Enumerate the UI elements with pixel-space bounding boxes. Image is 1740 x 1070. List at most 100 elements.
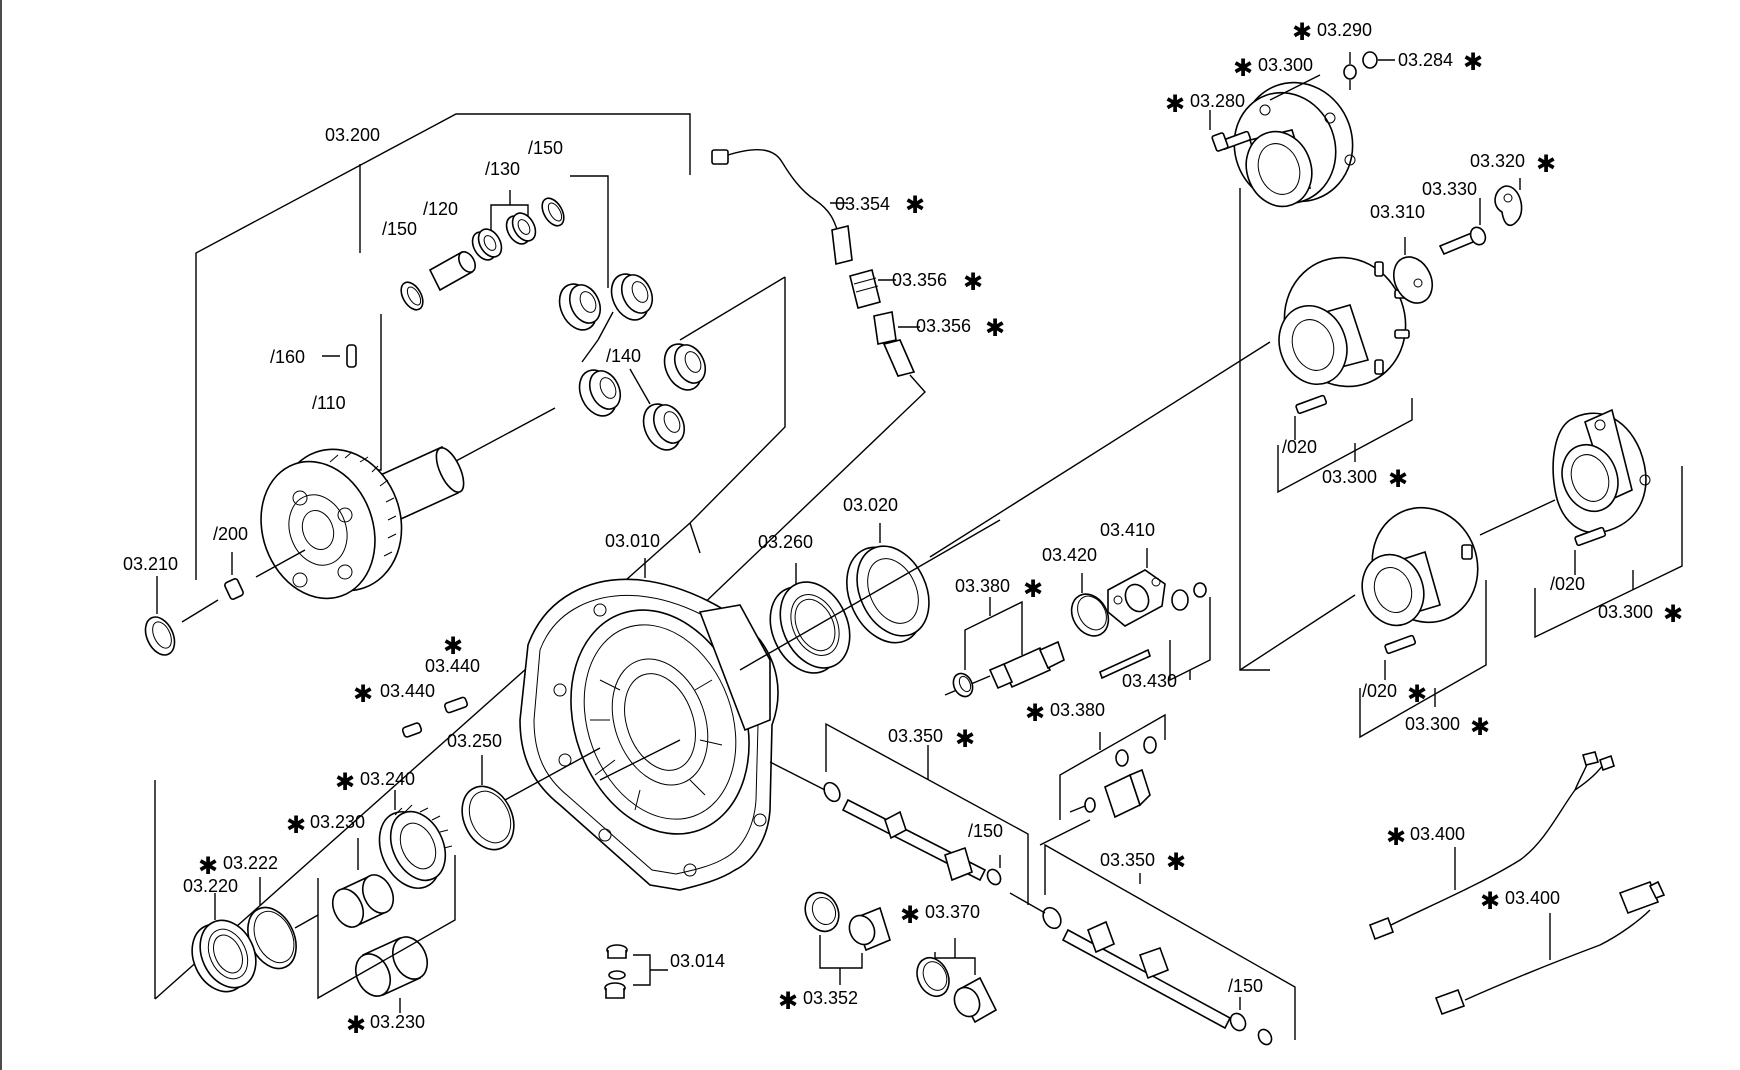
planet-gear-140-b — [610, 273, 654, 321]
bracket-03-300c — [1479, 466, 1683, 639]
marker-03-356-b: ✱ — [985, 314, 1005, 342]
marker-03-230-lower: ✱ — [346, 1011, 366, 1039]
bracket-03-300b — [929, 341, 1413, 558]
label-03-284: 03.284 — [1398, 50, 1453, 70]
marker-03-350-upper: ✱ — [955, 725, 975, 753]
washer-03-290 — [1343, 52, 1357, 90]
marker-03-380-lower: ✱ — [1025, 699, 1045, 727]
marker-03-370: ✱ — [900, 901, 920, 929]
snap-ring-150-lower — [400, 281, 424, 311]
output-flange-03-300-middle — [1278, 256, 1410, 388]
label-150-lower: /150 — [382, 219, 417, 239]
housing-axis-line — [739, 519, 1001, 671]
label-03-356-b: 03.356 — [916, 316, 971, 336]
harness-03-400-upper — [1368, 751, 1615, 941]
label-03-370: 03.370 — [925, 902, 980, 922]
label-03-210: 03.210 — [123, 554, 178, 574]
screw-03-430 — [1099, 582, 1211, 682]
label-020-right: /020 — [1550, 574, 1585, 594]
sensor-03-380-lower — [1069, 736, 1157, 819]
label-03-330: 03.330 — [1422, 179, 1477, 199]
roll-pin-160 — [322, 344, 357, 368]
planet-gear-140-c — [663, 343, 707, 391]
plate-03-310 — [1392, 237, 1434, 304]
label-03-356-a: 03.356 — [892, 270, 947, 290]
label-03-260: 03.260 — [758, 532, 813, 552]
label-150-upper: /150 — [528, 138, 563, 158]
label-03-300-middle: 03.300 — [1322, 467, 1377, 487]
pins-03-440 — [401, 696, 469, 738]
bracket-03-350a — [825, 722, 1029, 905]
label-130: /130 — [485, 159, 520, 179]
marker-03-400-lower: ✱ — [1480, 887, 1500, 915]
label-140: /140 — [606, 346, 641, 366]
label-03-350-lower: 03.350 — [1100, 850, 1155, 870]
thrust-washer-03-210 — [144, 576, 176, 656]
label-160: /160 — [270, 347, 305, 367]
bracket-03-350b — [1044, 843, 1296, 1040]
cover-03-410 — [1107, 548, 1166, 627]
bolt-020-b — [1574, 526, 1607, 575]
marker-03-354: ✱ — [905, 191, 925, 219]
label-03-200: 03.200 — [325, 125, 380, 145]
planet-gear-140-d — [578, 369, 622, 417]
connector-03-356-a — [849, 269, 896, 309]
needle-bearing-130b — [505, 212, 537, 245]
nut-03-284 — [1362, 51, 1395, 69]
shift-rod-guide-line — [1039, 819, 1091, 846]
bracket-03-380b — [1059, 713, 1166, 820]
marker-03-290: ✱ — [1292, 18, 1312, 46]
output-flange-03-300-lower — [1361, 506, 1479, 627]
planet-pin-120 — [428, 250, 476, 292]
o-ring-03-250 — [461, 747, 601, 851]
label-120: /120 — [423, 199, 458, 219]
marker-03-300-right: ✱ — [1663, 600, 1683, 628]
marker-03-240: ✱ — [335, 768, 355, 796]
label-03-230-upper: 03.230 — [310, 812, 365, 832]
marker-03-352: ✱ — [778, 987, 798, 1015]
bracket-03-300d — [1359, 580, 1487, 739]
planet-carrier-110 — [260, 445, 465, 600]
screw-03-330 — [1438, 198, 1487, 256]
bolt-020-c — [1384, 634, 1417, 680]
output-flange-03-300-top — [1233, 81, 1356, 208]
bearing-03-230-upper — [331, 838, 395, 928]
needle-bearing-130a — [471, 228, 503, 261]
label-03-280: 03.280 — [1190, 91, 1245, 111]
label-03-354: 03.354 — [835, 194, 890, 214]
bracket-130 — [490, 190, 529, 232]
plug-03-014 — [604, 944, 668, 999]
output-flange-03-300-right — [1552, 408, 1651, 534]
bolt-020-a — [1294, 394, 1328, 440]
label-150-rod-lower: /150 — [1228, 976, 1263, 996]
label-200: /200 — [213, 524, 248, 544]
label-03-300-lower: 03.300 — [1405, 714, 1460, 734]
marker-03-300-top: ✱ — [1233, 54, 1253, 82]
shift-rod-03-350-upper — [769, 761, 1002, 886]
marker-03-222: ✱ — [198, 852, 218, 880]
label-03-440-upper: 03.440 — [425, 656, 480, 676]
label-03-320: 03.320 — [1470, 151, 1525, 171]
label-03-400-lower: 03.400 — [1505, 888, 1560, 908]
marker-03-350-lower: ✱ — [1166, 848, 1186, 876]
callout-labels: 03.200 /150 /130 /120 /150 /160 /140 /11… — [123, 18, 1683, 1039]
label-03-430: 03.430 — [1122, 671, 1177, 691]
marker-03-400-upper: ✱ — [1386, 823, 1406, 851]
bracket-03-230 — [317, 855, 456, 1000]
planet-gear-140-e — [642, 403, 686, 451]
housing-inner-axis — [599, 739, 681, 781]
label-110: /110 — [312, 393, 346, 413]
gear-03-240 — [378, 790, 453, 889]
seal-03-220 — [191, 893, 319, 993]
marker-03-356-a: ✱ — [963, 268, 983, 296]
marker-03-280: ✱ — [1165, 90, 1185, 118]
label-03-380-upper: 03.380 — [955, 576, 1010, 596]
shift-rod-03-350-lower — [1009, 892, 1273, 1046]
plug-03-352 — [804, 891, 891, 985]
label-03-290: 03.290 — [1317, 20, 1372, 40]
label-03-220: 03.220 — [183, 876, 238, 896]
label-03-010: 03.010 — [605, 531, 660, 551]
o-ring-03-380 — [952, 672, 974, 698]
o-ring-03-420 — [1070, 573, 1110, 637]
